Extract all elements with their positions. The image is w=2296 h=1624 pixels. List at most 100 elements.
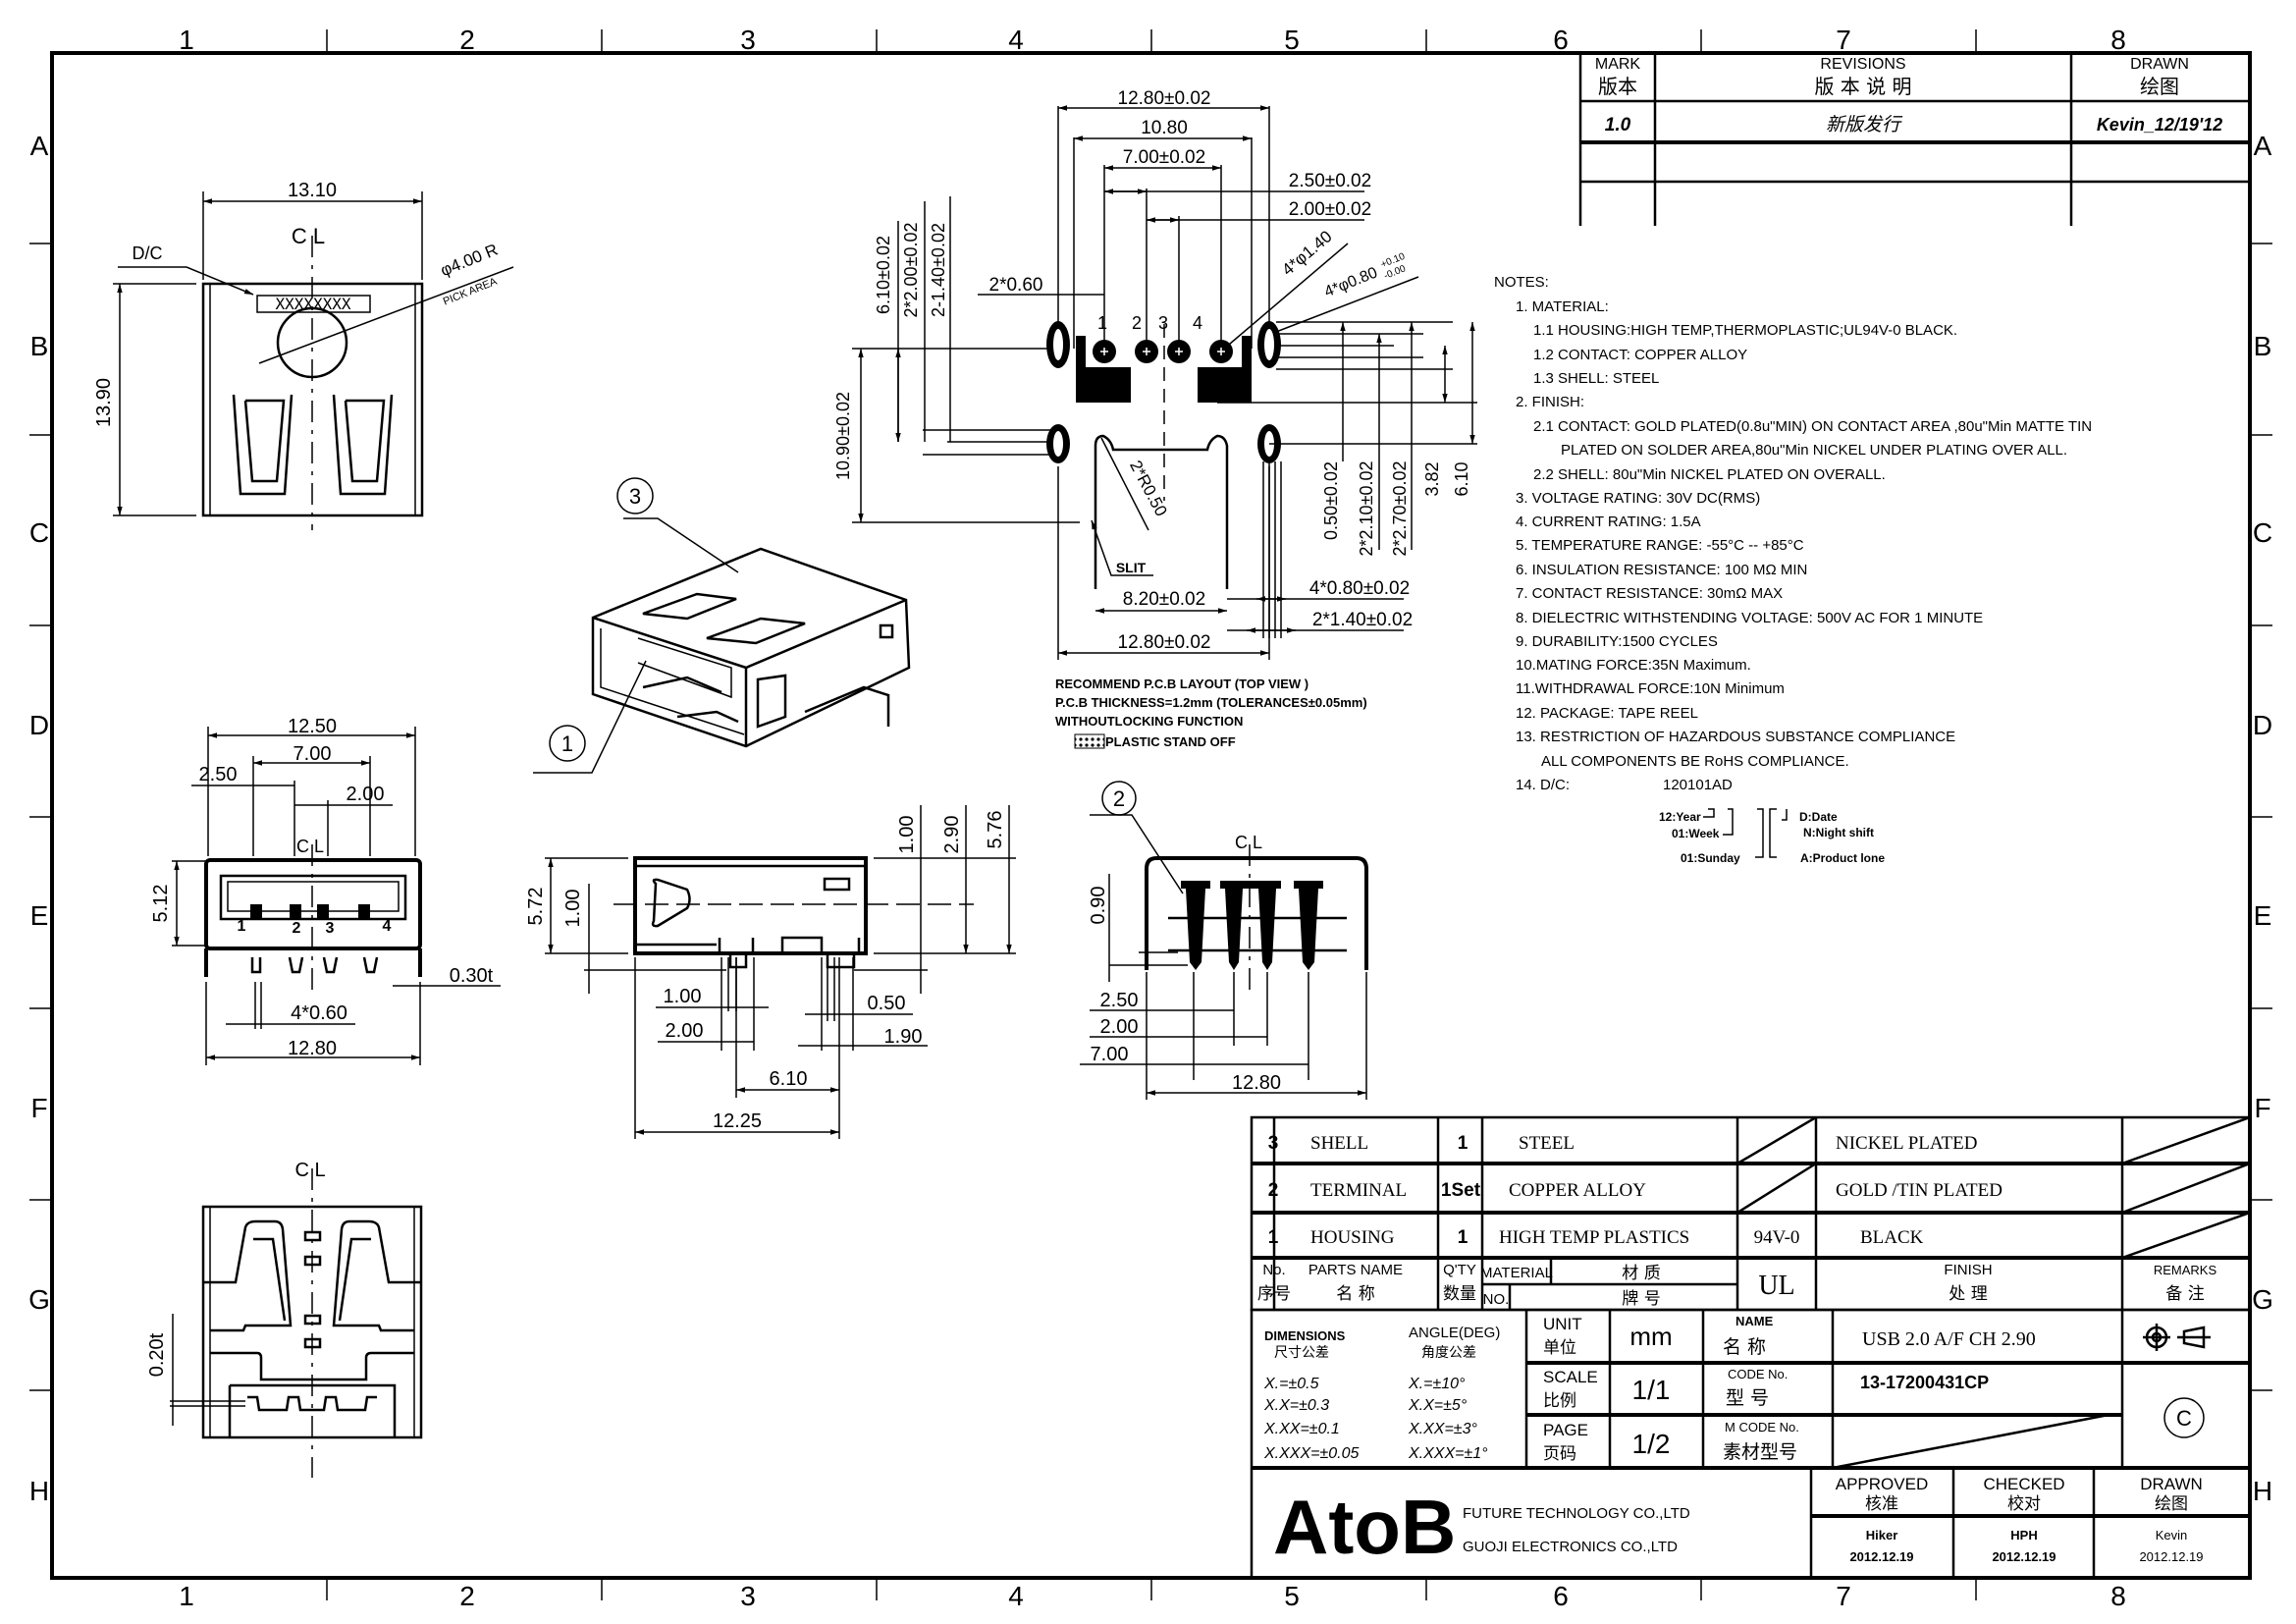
dc-legend-year: 12:Year (1659, 810, 1701, 824)
dc-marking: XXXXXXXX (275, 295, 350, 313)
angle-label-cn: 角度公差 (1421, 1345, 1476, 1361)
dc-legend-line: A:Product lone (1800, 851, 1885, 865)
col-label: 8 (2110, 25, 2126, 55)
dim-tolerance: X.X=±0.3 (1263, 1397, 1329, 1414)
dim-inner-top: 10.80 (1141, 118, 1188, 138)
dim-slot-span: 8.20±0.02 (1123, 589, 1205, 610)
rev-revisions-header-cn: 版 本 说 明 (1814, 75, 1911, 98)
row-label: H (2253, 1476, 2272, 1506)
rear-dim-7-00: 7.00 (1091, 1044, 1129, 1065)
standoff-pad-left (1076, 336, 1131, 403)
pick-dim: φ4.00 R (438, 241, 501, 281)
pin-number: 1 (1097, 313, 1107, 333)
note-line: 11.WITHDRAWAL FORCE:10N Minimum (1516, 680, 1785, 697)
bom-finish: BLACK (1860, 1227, 1924, 1248)
dim-hole-big: 4*φ1.40 (1278, 227, 1335, 279)
revisions-table: MARK 版本 REVISIONS 版 本 说 明 DRAWN 绘图 1.0 新… (1578, 53, 2250, 226)
unit-label: UNIT (1543, 1315, 1582, 1333)
checked-label-cn: 校对 (2007, 1494, 2041, 1514)
bom-qty: 1Set (1441, 1180, 1481, 1201)
bom-header-material-cn: 材 质 (1622, 1264, 1660, 1283)
rev-drawn-header-cn: 绘图 (2140, 75, 2179, 98)
balloon-housing (549, 725, 586, 762)
side-dim-1-00: 1.00 (664, 986, 702, 1007)
front-dim-thickness: 0.30t (450, 965, 494, 987)
front-dim-pitch-outer: 2.50 (199, 764, 238, 785)
rev-description: 新版发行 (1826, 114, 1903, 135)
note-line: 1.1 HOUSING:HIGH TEMP,THERMOPLASTIC;UL94… (1533, 322, 1957, 339)
dim-pin-span: 7.00±0.02 (1123, 147, 1205, 168)
company-name-1: FUTURE TECHNOLOGY CO.,LTD (1463, 1505, 1690, 1522)
dimensions-label: DIMENSIONS (1264, 1328, 1346, 1343)
rev-mark-header-cn: 版本 (1598, 75, 1637, 98)
dc-legend-brackets (1703, 808, 1788, 858)
approved-date: 2012.12.19 (1849, 1549, 1913, 1564)
bom-ul: 94V-0 (1754, 1227, 1800, 1248)
dim-r-2-10: 2*2.10±0.02 (1357, 461, 1376, 557)
dim-pitch-inner: 2.00±0.02 (1289, 199, 1371, 220)
note-line: 2.1 CONTACT: GOLD PLATED(0.8u"MIN) ON CO… (1533, 418, 2092, 435)
row-label: F (30, 1093, 47, 1123)
approved-label-cn: 核准 (1865, 1494, 1898, 1514)
dc-legend-date: D:Date (1799, 810, 1838, 824)
product-name: USB 2.0 A/F CH 2.90 (1862, 1328, 2036, 1350)
side-dim-2-00: 2.00 (666, 1020, 704, 1042)
col-label: 2 (459, 25, 475, 55)
dim-r-0-50: 0.50±0.02 (1321, 461, 1341, 540)
side-dim-5-76: 5.76 (985, 811, 1006, 849)
col-label: 8 (2110, 1581, 2126, 1611)
dim-r-6-10: 6.10 (1452, 461, 1471, 496)
note-line: 3. VOLTAGE RATING: 30V DC(RMS) (1516, 490, 1760, 507)
notes-title: NOTES: (1494, 274, 1549, 291)
column-labels: 1 2 3 4 5 6 7 8 1 2 3 4 5 6 7 8 (179, 25, 2126, 1611)
checked-date: 2012.12.19 (1992, 1549, 2056, 1564)
bottom-centerline: C L (294, 1160, 325, 1181)
scale-label-cn: 比例 (1543, 1391, 1576, 1411)
bom-no: 1 (1268, 1227, 1279, 1248)
front-view: 1 2 3 4 C L 12.50 7.00 2.50 2.00 5.12 (150, 716, 501, 1065)
dim-tolerance: X.XX=±0.1 (1263, 1421, 1340, 1437)
rear-dim-2-00: 2.00 (1100, 1016, 1139, 1038)
page-label-cn: 页码 (1543, 1444, 1576, 1464)
pcb-note: RECOMMEND P.C.B LAYOUT (TOP VIEW ) (1055, 677, 1308, 691)
dimensions-label-cn: 尺寸公差 (1274, 1345, 1329, 1361)
rear-dim-12-80: 12.80 (1232, 1072, 1281, 1094)
side-latch (651, 878, 691, 928)
company-name-2: GUOJI ELECTRONICS CO.,LTD (1463, 1539, 1678, 1555)
front-dim-pin-width: 4*0.60 (291, 1002, 347, 1024)
note-line: 4. CURRENT RATING: 1.5A (1516, 514, 1701, 530)
rear-view: 2 C L 0.90 2.50 2.00 7.00 12.80 (1080, 781, 1368, 1100)
balloon-housing-number: 1 (561, 731, 573, 756)
latch-right (332, 394, 394, 496)
bom-no: 3 (1268, 1133, 1279, 1154)
bom-header-material: MATERIAL (1480, 1265, 1553, 1281)
bom-finish: GOLD /TIN PLATED (1836, 1180, 2002, 1201)
pin-number: 3 (1158, 313, 1168, 333)
projection-symbol-icon (2143, 1324, 2211, 1351)
note-line: ALL COMPONENTS BE RoHS COMPLIANCE. (1541, 753, 1849, 770)
note-line: 9. DURABILITY:1500 CYCLES (1516, 633, 1718, 650)
bom-header-no: No. (1262, 1262, 1285, 1278)
row-label: B (2254, 331, 2272, 361)
dim-v-10-90: 10.90±0.02 (833, 392, 853, 480)
notes-block: NOTES: 1. MATERIAL: 1.1 HOUSING:HIGH TEM… (1494, 274, 2092, 865)
bom-qty: 1 (1458, 1227, 1468, 1248)
dim-pad-width: 4*0.80±0.02 (1309, 578, 1410, 599)
bom-qty: 1 (1458, 1133, 1468, 1154)
dim-v-2-00: 2*2.00±0.02 (901, 223, 921, 318)
bom-header-material-no: NO. (1483, 1291, 1510, 1308)
bom-header-name: PARTS NAME (1308, 1262, 1403, 1278)
front-pin-number: 1 (238, 918, 246, 935)
bom-header-qty: Q'TY (1443, 1262, 1476, 1278)
approved-by: Hiker (1866, 1528, 1898, 1543)
angle-label: ANGLE(DEG) (1409, 1325, 1500, 1341)
drawn-label-cn: 绘图 (2155, 1494, 2188, 1514)
col-label: 5 (1284, 1581, 1300, 1611)
dim-v-6-10: 6.10±0.02 (874, 236, 893, 314)
top-view: XXXXXXXX 13.10 13.90 C L D/C φ4.00 R PIC… (93, 180, 514, 530)
front-dim-pitch-inner: 2.00 (347, 784, 385, 805)
col-label: 4 (1008, 25, 1024, 55)
note-line: PLATED ON SOLDER AREA,80u"Min NICKEL UND… (1561, 442, 2067, 459)
dc-code: 120101AD (1663, 777, 1733, 793)
